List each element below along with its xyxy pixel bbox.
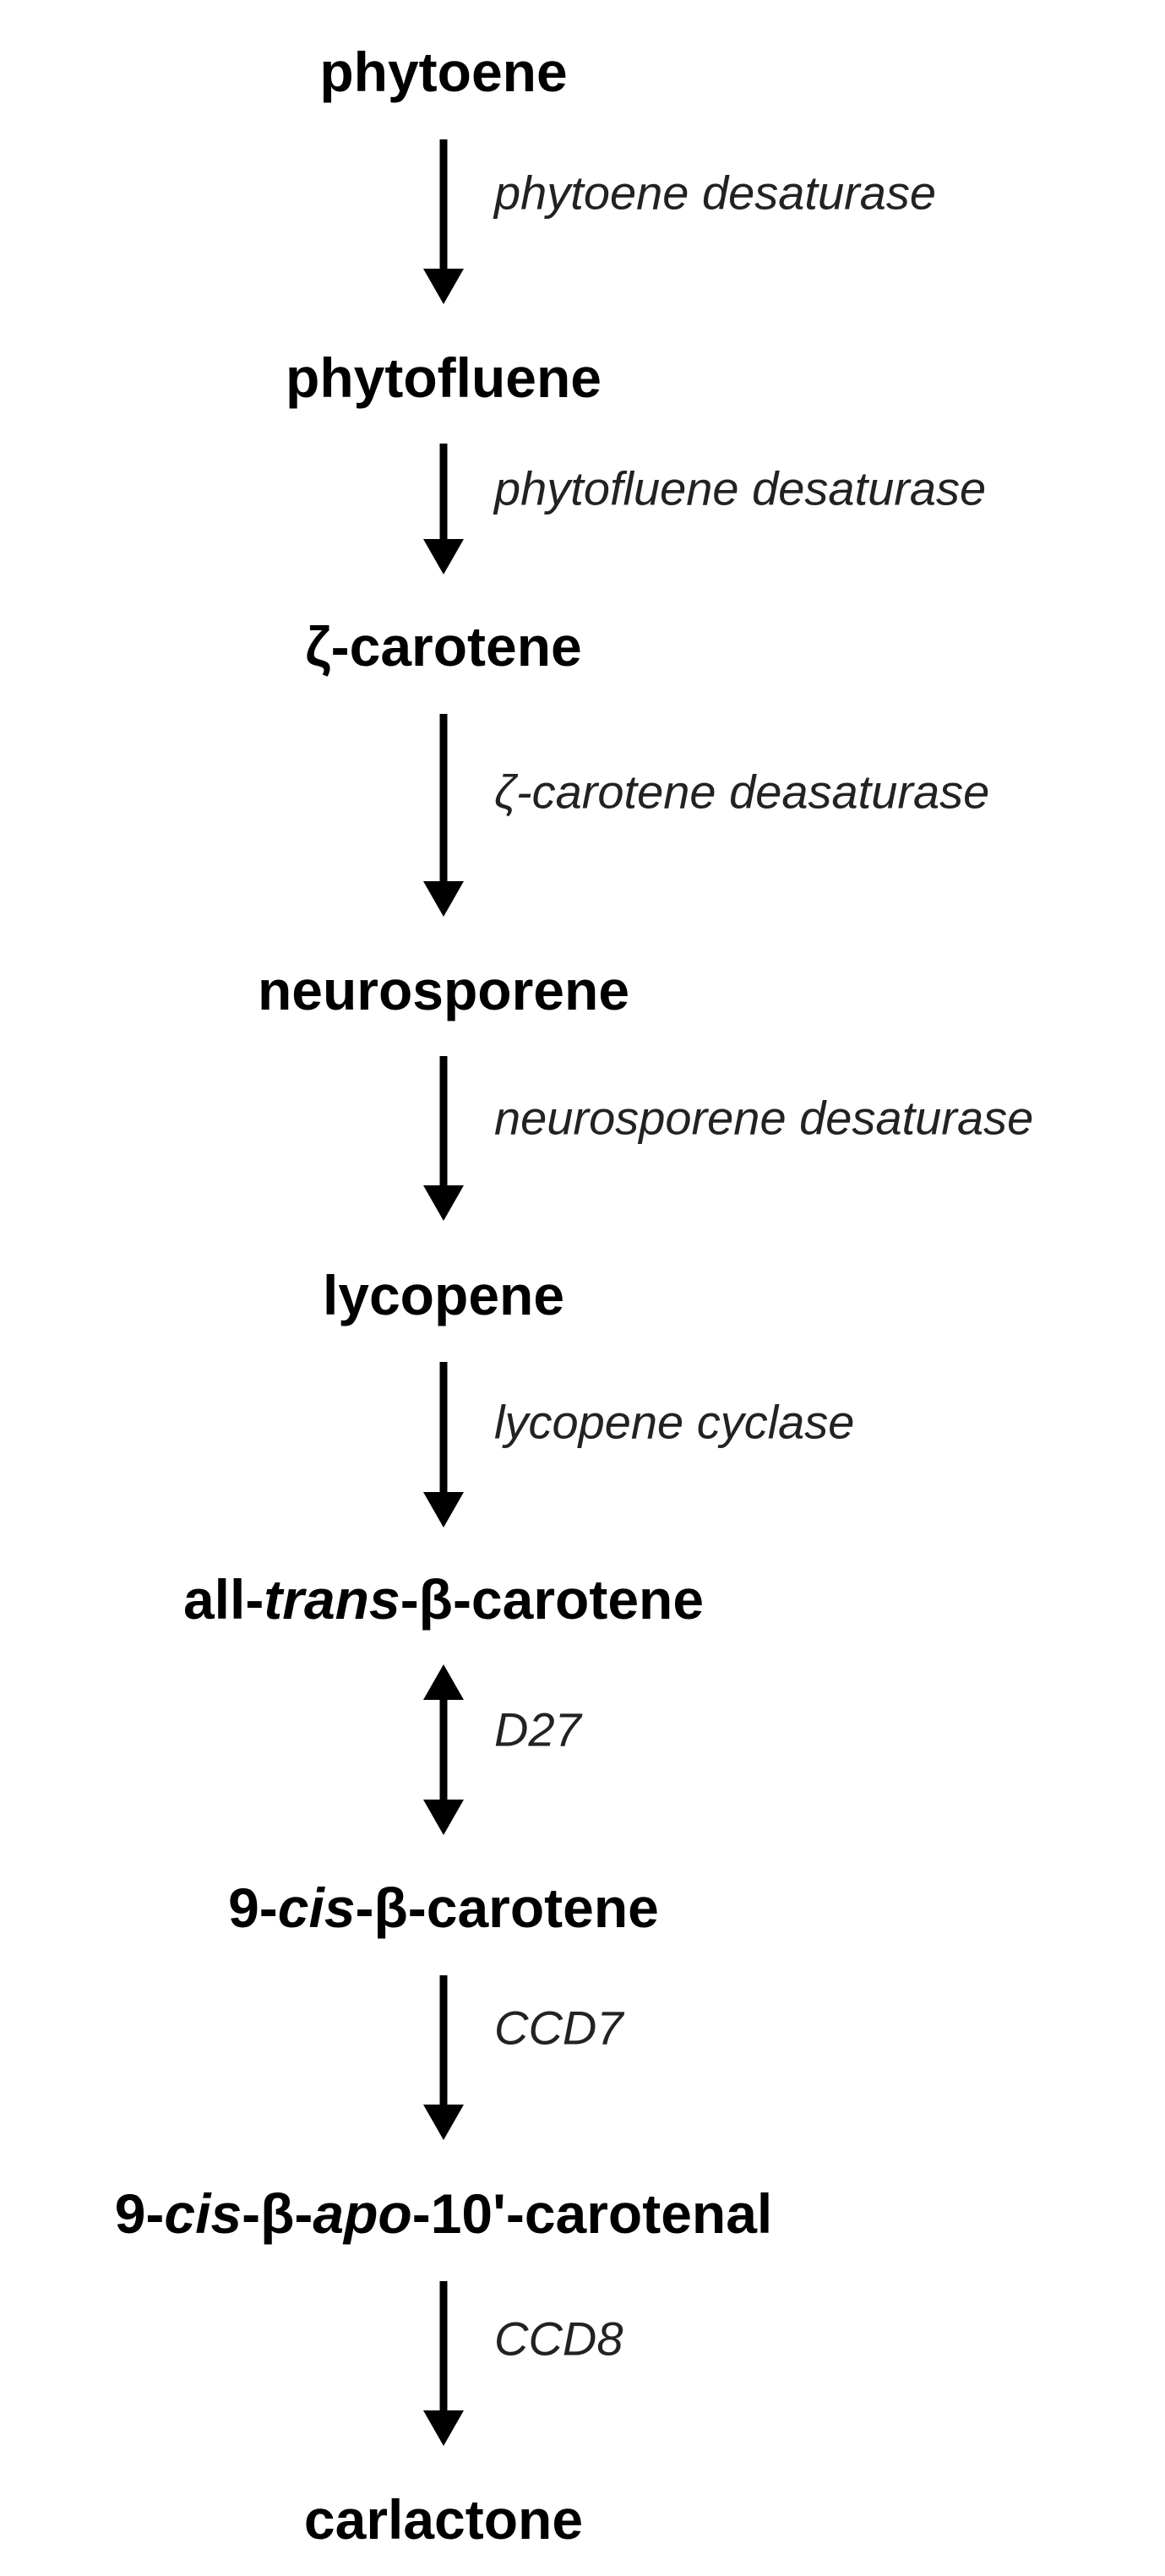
- arrow-head-up: [423, 1664, 464, 1700]
- enzyme-label: lycopene cyclase: [494, 1396, 854, 1449]
- forward-arrow: [423, 714, 464, 917]
- compound-phytofluene-part-0: phytofluene: [286, 346, 602, 409]
- compound-all-trans-beta-carotene: all-trans-β-carotene: [183, 1568, 704, 1631]
- compound-lycopene: lycopene: [323, 1264, 564, 1326]
- compound-zeta-carotene-part-0: ζ-carotene: [305, 615, 582, 678]
- compound-carlactone: carlactone: [304, 2488, 583, 2551]
- enzyme-label: CCD7: [494, 2001, 624, 2055]
- compound-9-cis-beta-apo-10-carotenal: 9-cis-β-apo-10'-carotenal: [115, 2182, 773, 2245]
- arrow-head-down: [423, 269, 464, 304]
- enzyme-label: ζ-carotene deasaturase: [494, 765, 989, 819]
- enzyme-label: phytoene desaturase: [493, 166, 936, 220]
- arrow-head-down: [423, 1800, 464, 1835]
- compound-carlactone-part-0: carlactone: [304, 2488, 583, 2551]
- forward-arrow: [423, 1056, 464, 1221]
- compound-all-trans-beta-carotene-part-2: -β-carotene: [400, 1568, 704, 1631]
- compound-zeta-carotene: ζ-carotene: [305, 615, 582, 678]
- compound-9-cis-beta-apo-10-carotenal-part-1: cis: [164, 2182, 242, 2245]
- forward-arrow: [423, 139, 464, 304]
- arrow-head-down: [423, 2410, 464, 2446]
- compound-9-cis-beta-apo-10-carotenal-part-3: apo: [313, 2182, 411, 2245]
- compound-9-cis-beta-apo-10-carotenal-part-0: 9-: [115, 2182, 165, 2245]
- arrow-head-down: [423, 881, 464, 917]
- compound-neurosporene: neurosporene: [258, 959, 629, 1021]
- compound-9-cis-beta-carotene: 9-cis-β-carotene: [228, 1876, 659, 1939]
- compound-phytoene: phytoene: [319, 41, 567, 103]
- reversible-arrow: [423, 1664, 464, 1835]
- arrow-head-down: [423, 1492, 464, 1528]
- forward-arrow: [423, 2281, 464, 2446]
- compound-9-cis-beta-carotene-part-2: -β-carotene: [356, 1876, 659, 1939]
- compounds-layer: phytoene phytofluene ζ-carotene neurosporen…: [115, 41, 773, 2551]
- compound-9-cis-beta-carotene-part-1: cis: [278, 1876, 356, 1939]
- enzyme-label: neurosporene desaturase: [494, 1092, 1033, 1145]
- arrow-head-down: [423, 1185, 464, 1221]
- forward-arrow: [423, 444, 464, 575]
- compound-9-cis-beta-carotene-part-0: 9-: [228, 1876, 278, 1939]
- compound-phytofluene: phytofluene: [286, 346, 602, 409]
- compound-phytoene-part-0: phytoene: [319, 41, 567, 103]
- forward-arrow: [423, 1362, 464, 1528]
- enzyme-label: CCD8: [494, 2312, 623, 2366]
- compound-9-cis-beta-apo-10-carotenal-part-4: -10'-carotenal: [412, 2182, 773, 2245]
- arrow-head-down: [423, 2105, 464, 2140]
- compound-9-cis-beta-apo-10-carotenal-part-2: -β-: [242, 2182, 313, 2245]
- forward-arrow: [423, 1975, 464, 2140]
- compound-all-trans-beta-carotene-part-1: trans: [264, 1568, 400, 1631]
- enzymes-layer: phytoene desaturase phytofluene desaturas…: [493, 166, 1033, 2366]
- arrow-head-down: [423, 539, 464, 575]
- compound-lycopene-part-0: lycopene: [323, 1264, 564, 1326]
- arrows-layer: [423, 139, 464, 2446]
- compound-all-trans-beta-carotene-part-0: all-: [183, 1568, 264, 1631]
- compound-neurosporene-part-0: neurosporene: [258, 959, 629, 1021]
- enzyme-label: D27: [494, 1703, 583, 1756]
- enzyme-label: phytofluene desaturase: [493, 462, 986, 515]
